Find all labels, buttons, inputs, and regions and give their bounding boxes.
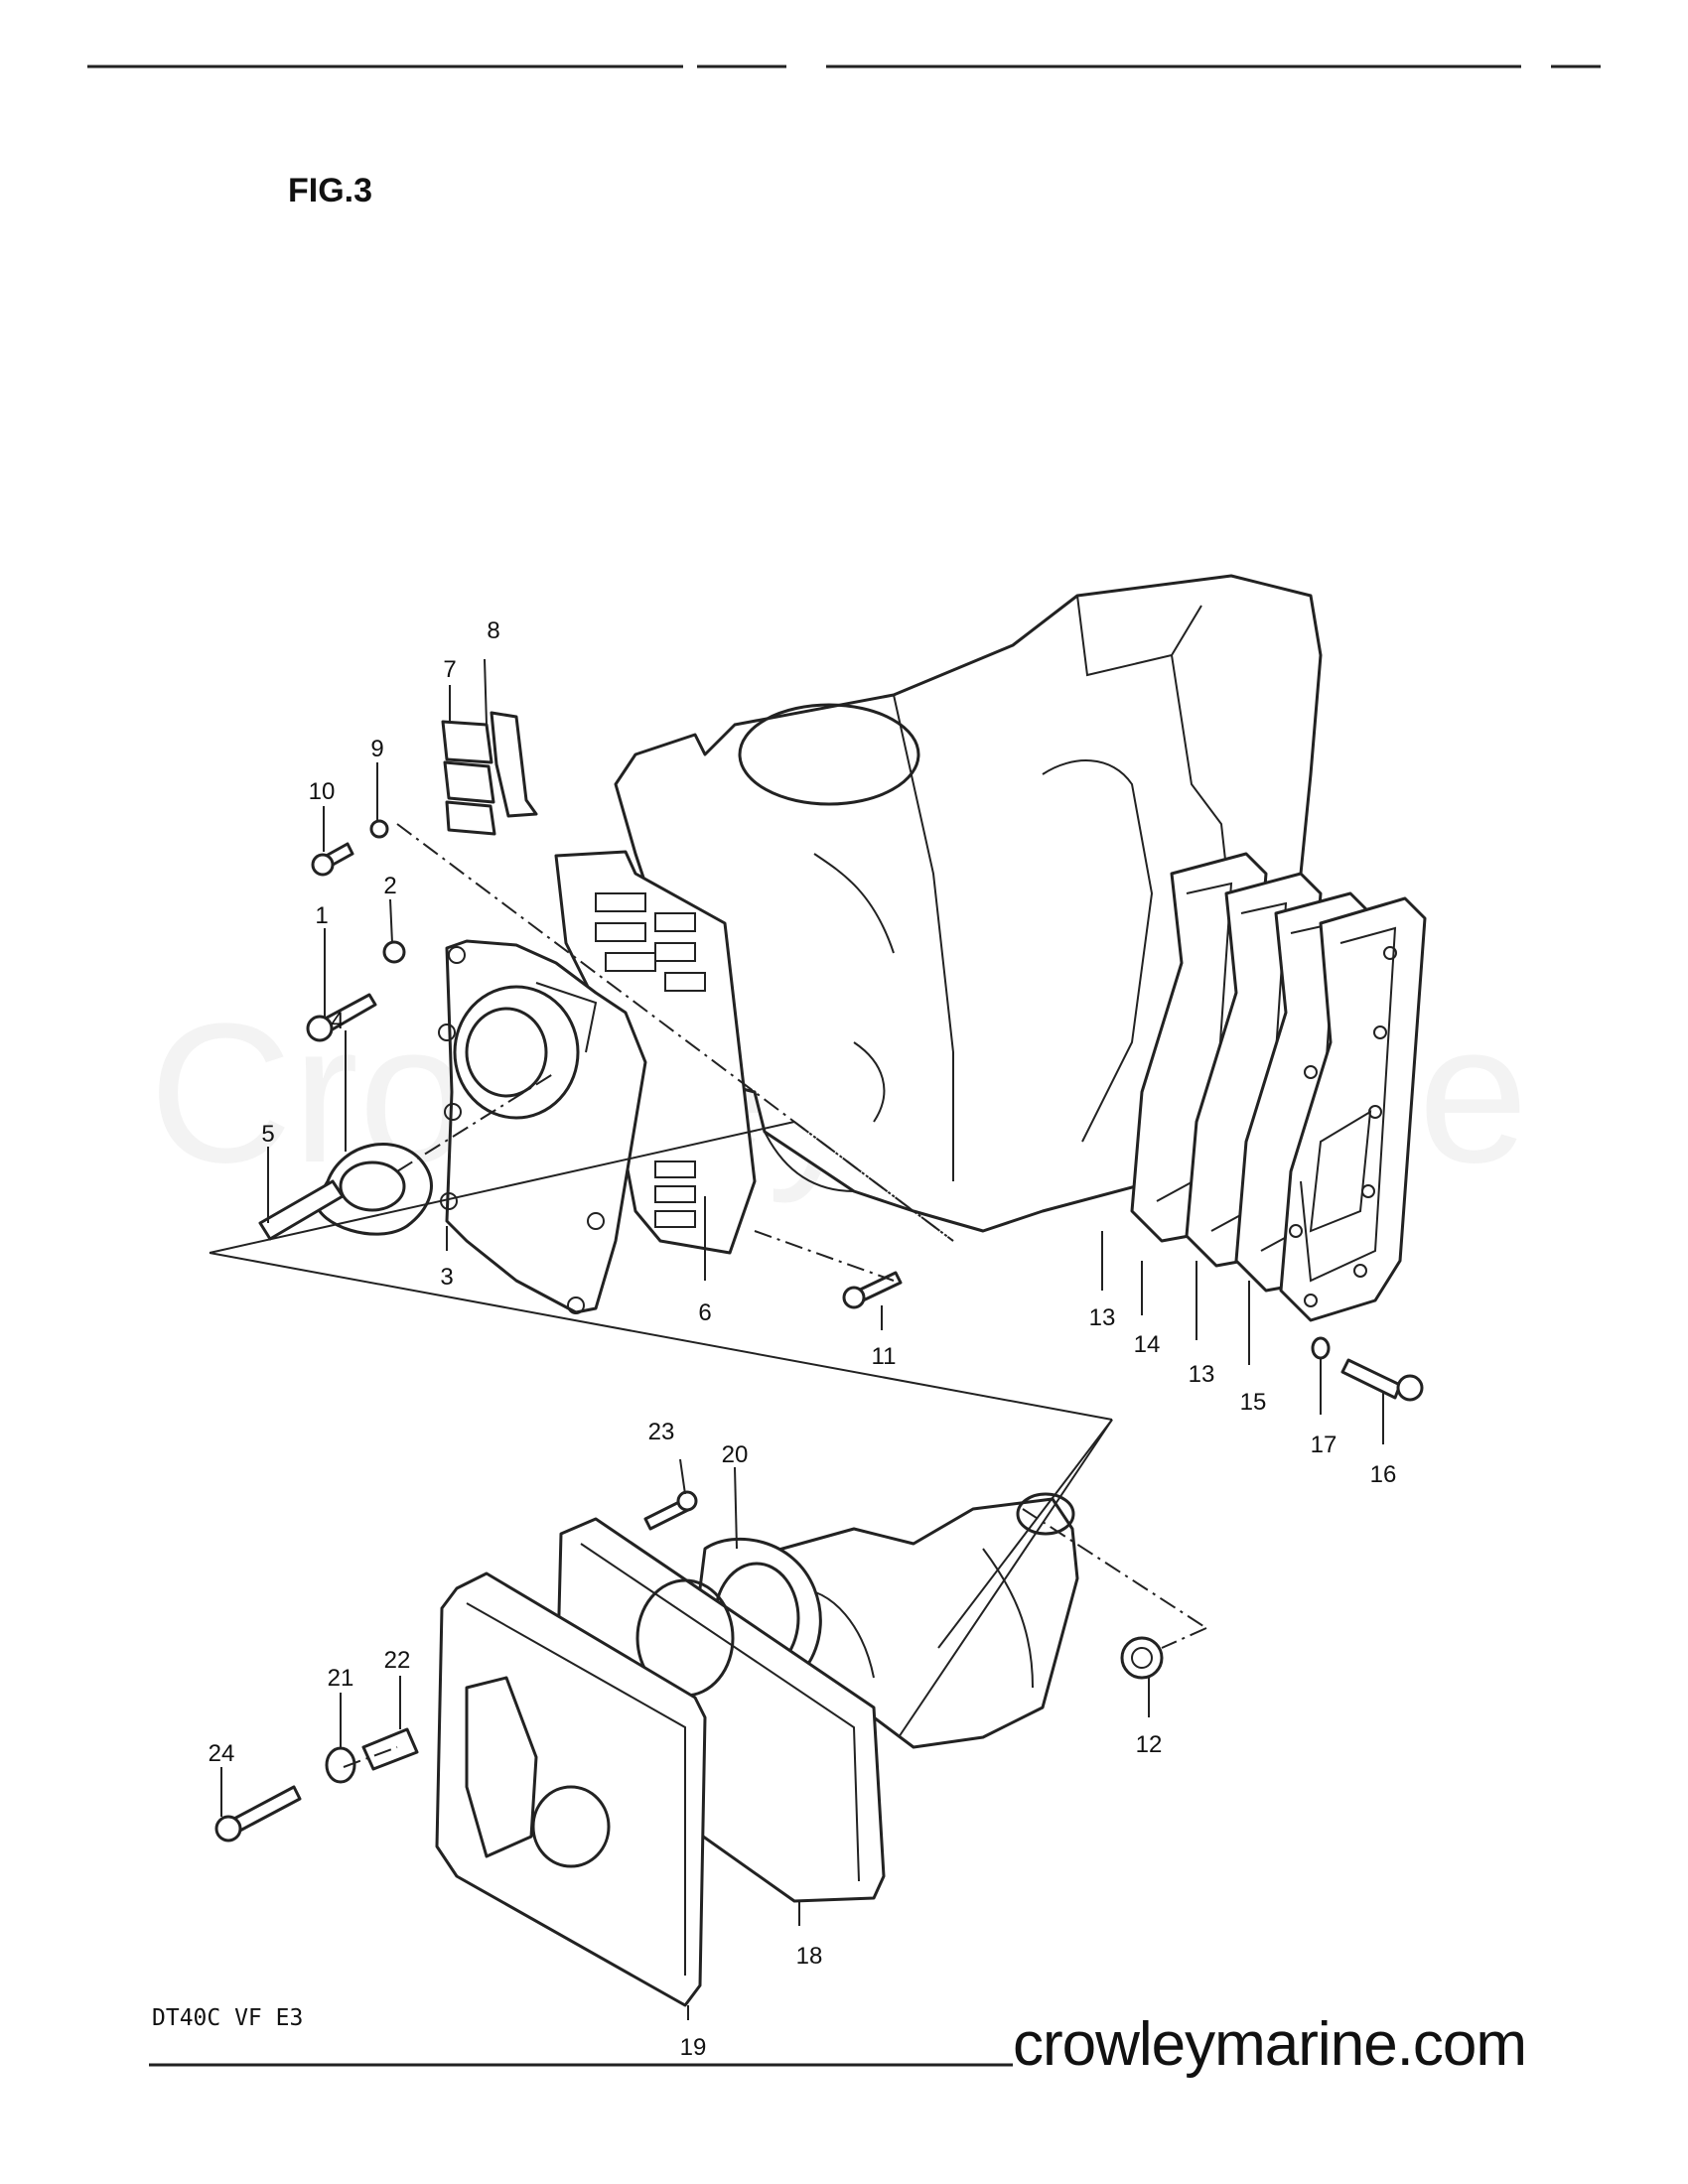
part-label-20: 20 [722, 1441, 749, 1468]
silencer-cover-19 [435, 1571, 707, 2007]
bolt-24 [214, 1785, 302, 1843]
part-label-18: 18 [796, 1943, 823, 1970]
part-label-6: 6 [698, 1299, 711, 1326]
part-label-13b: 13 [1189, 1361, 1215, 1388]
part-label-3: 3 [440, 1264, 453, 1291]
part-label-24: 24 [209, 1740, 235, 1767]
part-callouts: 1 2 3 4 5 6 7 8 9 10 11 12 13 14 13 15 1… [209, 617, 1397, 2061]
nut-12 [1120, 1636, 1164, 1680]
part-label-10: 10 [309, 778, 336, 805]
flange-gasket [314, 1143, 433, 1236]
part-label-7: 7 [443, 656, 456, 683]
part-label-11: 11 [872, 1343, 897, 1370]
part-label-22: 22 [384, 1647, 411, 1674]
part-label-8: 8 [487, 617, 499, 644]
part-label-12: 12 [1136, 1731, 1163, 1758]
part-label-1: 1 [315, 902, 328, 929]
part-label-9: 9 [370, 736, 383, 762]
screw-23 [643, 1490, 698, 1531]
intake-plate [554, 850, 757, 1255]
part-label-2: 2 [383, 873, 396, 899]
screw-11 [842, 1271, 903, 1309]
part-label-4: 4 [331, 1008, 344, 1034]
part-label-23: 23 [648, 1419, 675, 1445]
reference-lines [209, 658, 1384, 2020]
part-label-21: 21 [328, 1665, 354, 1692]
model-code: DT40C VF E3 [152, 2005, 303, 2031]
part-label-19: 19 [680, 2034, 707, 2061]
reed-valve [441, 711, 538, 836]
part-label-17: 17 [1311, 1432, 1337, 1458]
part-label-5: 5 [261, 1121, 274, 1148]
stud-bolt [258, 1179, 345, 1241]
bolt-16 [1311, 1336, 1424, 1402]
exhaust-cover [1279, 896, 1427, 1322]
part-label-13a: 13 [1089, 1304, 1116, 1331]
part-label-14: 14 [1134, 1331, 1161, 1358]
cylinder-block [614, 574, 1323, 1233]
intake-manifold [438, 939, 647, 1314]
footer-url[interactable]: crowleymarine.com [1013, 2010, 1527, 2079]
small-fasteners [306, 819, 406, 1042]
figure-title: FIG.3 [288, 172, 372, 209]
part-label-15: 15 [1240, 1389, 1267, 1416]
part-label-16: 16 [1370, 1461, 1397, 1488]
